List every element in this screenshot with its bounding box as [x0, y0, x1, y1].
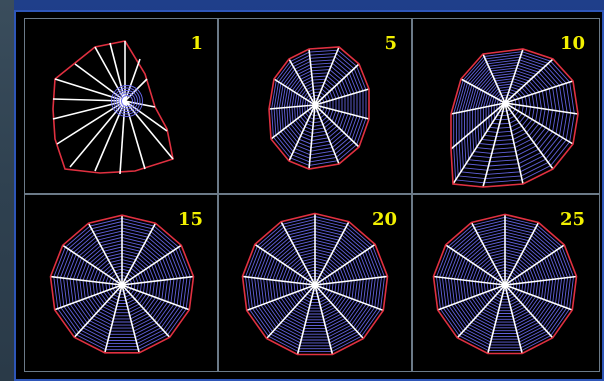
- panel-15: 15: [24, 194, 218, 372]
- left-margin: [0, 0, 14, 381]
- panel-10: 10: [412, 18, 600, 194]
- panel-grid: 1 5 10 15 20 25: [14, 10, 604, 381]
- panel-number: 25: [560, 209, 585, 230]
- panel-5: 5: [218, 18, 412, 194]
- panel-number: 20: [372, 209, 397, 230]
- panel-25: 25: [412, 194, 600, 372]
- panel-1: 1: [24, 18, 218, 194]
- web-spokes: [51, 215, 194, 353]
- panel-number: 1: [190, 33, 203, 54]
- panel-20: 20: [218, 194, 412, 372]
- panel-number: 5: [384, 33, 397, 54]
- panel-number: 10: [560, 33, 585, 54]
- panel-number: 15: [178, 209, 203, 230]
